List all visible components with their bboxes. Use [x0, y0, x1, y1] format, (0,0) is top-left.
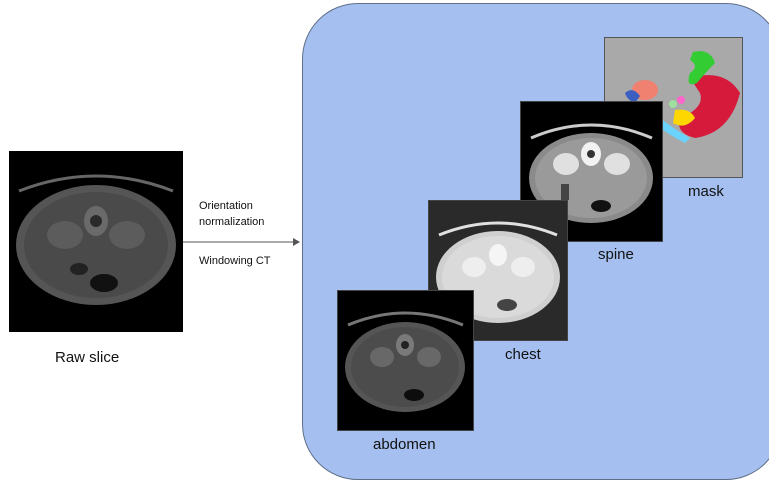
arrow-label-orientation: Orientation [199, 200, 253, 212]
raw-slice-label: Raw slice [55, 349, 119, 366]
process-arrow [183, 236, 301, 248]
arrow-label-normalization: normalization [199, 216, 264, 228]
spine-label: spine [598, 246, 634, 263]
abdomen-window-image [337, 290, 474, 431]
chest-label: chest [505, 346, 541, 363]
raw-slice-image [9, 151, 183, 332]
arrow-label-windowing: Windowing CT [199, 255, 271, 267]
mask-label: mask [688, 183, 724, 200]
abdomen-label: abdomen [373, 436, 436, 453]
